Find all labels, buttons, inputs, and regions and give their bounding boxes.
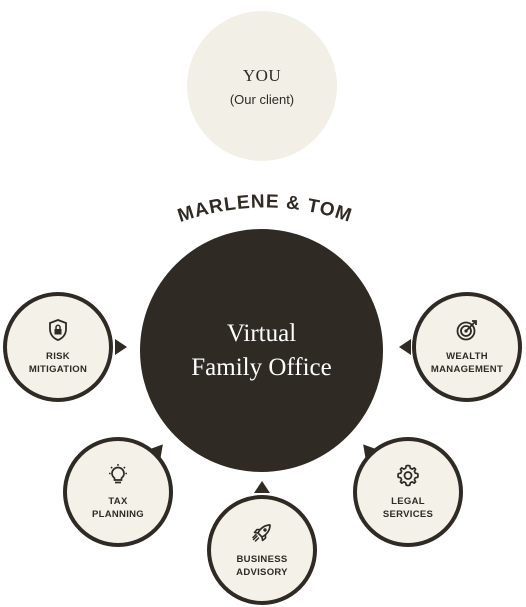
service-wealth-management: WEALTH MANAGEMENT <box>412 292 522 402</box>
service-business-advisory: BUSINESS ADVISORY <box>207 495 317 605</box>
svg-text:MARLENE & TOM: MARLENE & TOM <box>175 191 355 226</box>
client-title: YOU <box>242 65 282 85</box>
center-line-2: Family Office <box>191 353 332 381</box>
service-tax-planning: TAX PLANNING <box>63 437 173 547</box>
client-subtitle: (Our client) <box>229 91 295 107</box>
couple-name: MARLENE & TOM <box>175 191 354 226</box>
tax-label-2: PLANNING <box>91 509 144 520</box>
business-label-2: ADVISORY <box>236 567 288 578</box>
lightbulb-icon <box>109 464 127 484</box>
legal-label-1: LEGAL <box>391 496 425 507</box>
client-bubble: YOU (Our client) <box>187 11 337 161</box>
risk-label-2: MITIGATION <box>28 364 88 375</box>
risk-label-1: RISK <box>46 351 70 362</box>
legal-label-2: SERVICES <box>382 509 434 520</box>
business-label-1: BUSINESS <box>236 554 288 565</box>
center-line-1: Virtual <box>226 319 297 347</box>
client-bubble-tail <box>253 150 269 161</box>
business-pointer <box>254 481 270 493</box>
risk-pointer <box>115 339 127 355</box>
arc-label: MARLENE & TOM <box>175 191 355 226</box>
rocket-icon <box>252 524 271 542</box>
wealth-label-1: WEALTH <box>446 351 488 362</box>
gear-icon <box>397 464 419 487</box>
target-icon <box>456 320 477 341</box>
service-risk-mitigation: RISK MITIGATION <box>3 292 113 402</box>
virtual-family-office-circle: Virtual Family Office <box>140 229 383 472</box>
wealth-label-2: MANAGEMENT <box>430 364 504 375</box>
service-legal-services: LEGAL SERVICES <box>353 437 463 547</box>
tax-label-1: TAX <box>108 496 128 507</box>
wealth-pointer <box>399 339 411 355</box>
shield-lock-icon <box>49 319 67 341</box>
